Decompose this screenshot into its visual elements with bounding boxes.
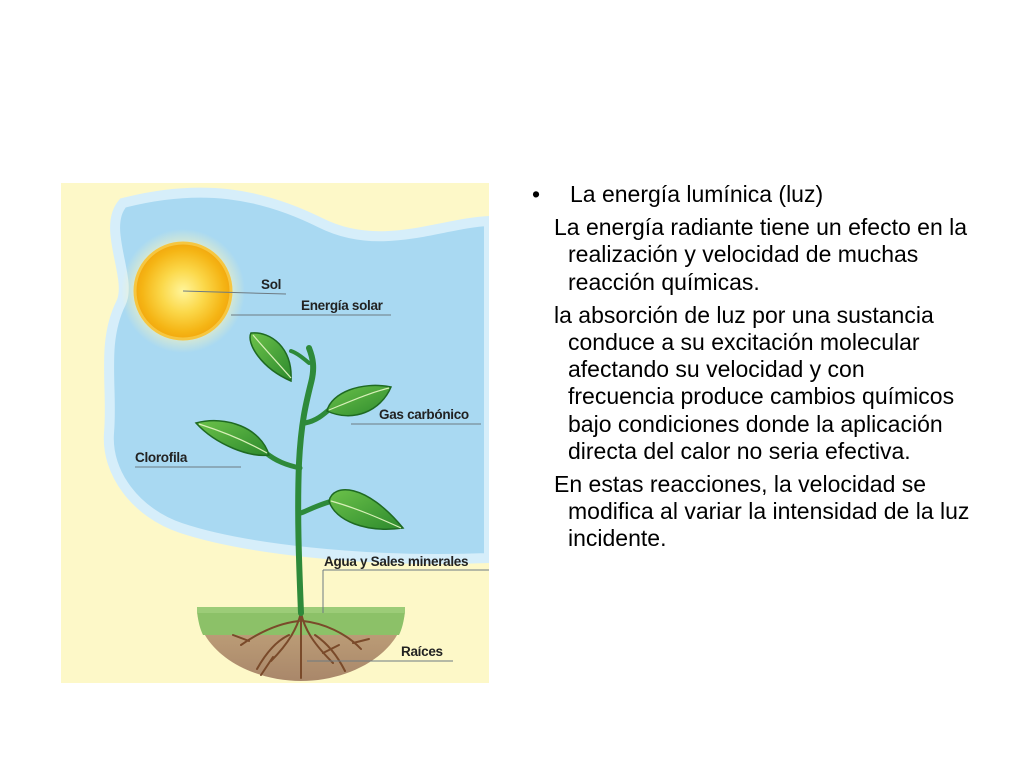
photosynthesis-diagram: Sol Energía solar Gas carbónico Clorofil… [61, 183, 494, 683]
paragraph-light-absorption: la absorción de luz por una sustancia co… [554, 301, 955, 464]
leaf-top [249, 332, 292, 383]
leaf-right-upper [326, 384, 393, 417]
label-gas-carbonico: Gas carbónico [379, 407, 469, 422]
label-energia-solar: Energía solar [301, 298, 384, 313]
leaf-left [194, 419, 270, 457]
label-sol: Sol [261, 277, 281, 292]
paragraph-radiant-energy: La energía radiante tiene un efecto en l… [554, 214, 968, 295]
bullet-item: • La energía lumínica (luz) [530, 181, 970, 208]
branch-top [289, 349, 311, 365]
diagram-svg: Sol Energía solar Gas carbónico Clorofil… [61, 183, 494, 683]
bullet-text: La energía lumínica (luz) [570, 181, 824, 207]
label-raices: Raíces [401, 644, 443, 659]
bullet-dot: • [532, 181, 541, 207]
label-clorofila: Clorofila [135, 450, 188, 465]
leaf-right-lower [328, 489, 405, 530]
leader-lines [135, 290, 489, 662]
plant-stem [295, 345, 317, 616]
label-agua-sales: Agua y Sales minerales [324, 554, 468, 569]
slide-text: • La energía lumínica (luz) La energía r… [530, 181, 970, 553]
roots [232, 612, 370, 679]
paragraph-reactions-speed: En estas reacciones, la velocidad se mod… [554, 471, 970, 552]
